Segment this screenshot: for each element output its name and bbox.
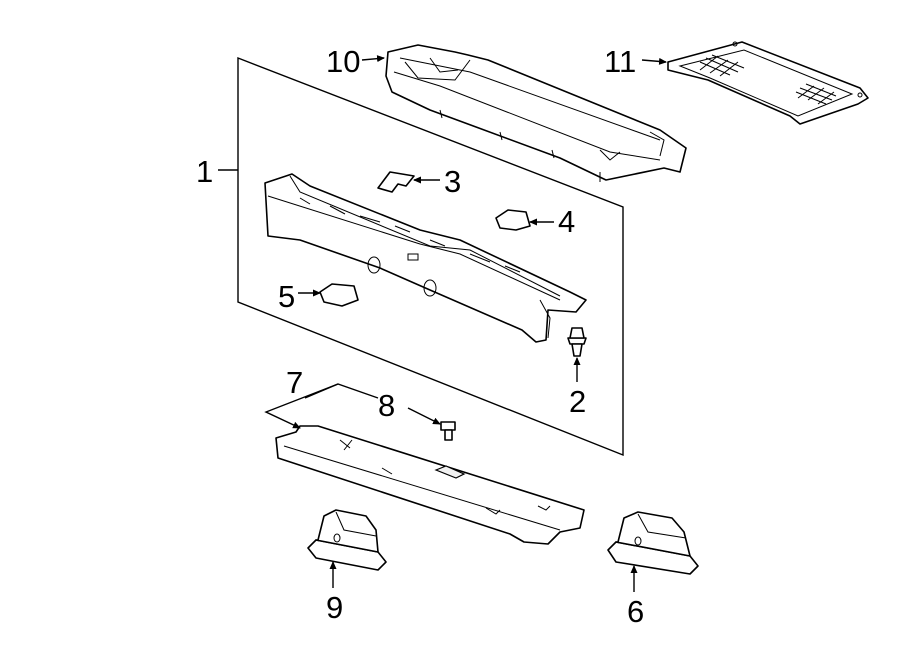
callout-8: 8 [378,388,396,423]
callout-10: 10 [326,44,361,79]
part-8-clip [440,421,456,441]
leader-10 [361,55,385,63]
main-trim-panel [264,173,587,343]
leader-8 [407,407,441,425]
callout-5: 5 [278,279,296,314]
callout-1: 1 [196,154,214,189]
leader-7-arrow [264,383,339,429]
callout-7: 7 [286,365,304,400]
callout-11: 11 [604,44,637,79]
leader-7 [304,383,379,399]
callout-2: 2 [569,384,587,419]
leader-11 [641,57,667,65]
part-11-mesh-panel [667,41,869,125]
part-9-lamp [307,509,387,571]
part-4-cap [495,209,531,231]
part-10-upper-trim [385,44,687,182]
part-6-lamp [607,511,699,575]
assembly-panel [237,56,624,457]
callout-3: 3 [444,164,462,199]
callout-4: 4 [558,204,576,239]
callout-6: 6 [627,594,645,629]
callout-9: 9 [326,590,344,625]
part-3-clip [377,171,415,193]
part-5-cap [319,283,359,307]
part-2-push-pin [567,327,587,357]
